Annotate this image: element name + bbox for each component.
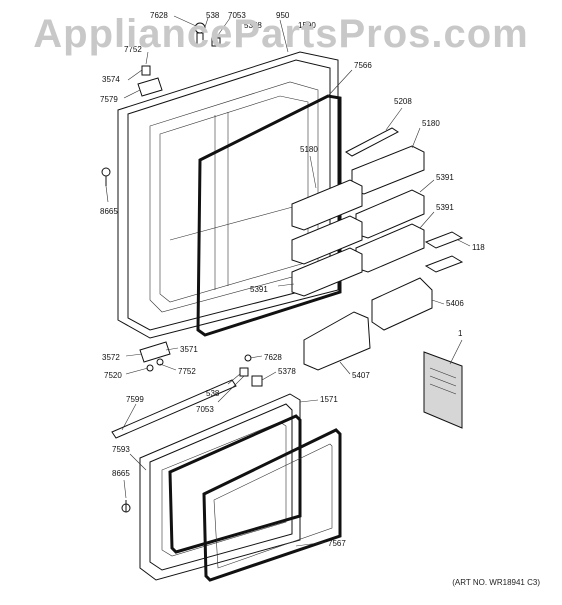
part-label-5180: 5180 [422, 119, 440, 128]
part-label-7566: 7566 [354, 61, 372, 70]
hinge-pin-rod[interactable] [111, 379, 237, 439]
part-label-538: 538 [206, 11, 220, 20]
part-label-7752: 7752 [178, 367, 196, 376]
part-label-7752: 7752 [124, 45, 142, 54]
part-label-7053: 7053 [228, 11, 246, 20]
part-label-1590: 1590 [298, 21, 316, 30]
bin-5407[interactable] [303, 311, 371, 371]
part-label-7567: 7567 [328, 539, 346, 548]
lower-door-gasket[interactable] [168, 414, 342, 582]
egg-tray-118[interactable] [424, 231, 464, 273]
part-labels: 7628 538 7053 950 5378 1590 7752 3574 75… [100, 11, 485, 548]
part-label-8665: 8665 [112, 469, 130, 478]
part-label-5378: 5378 [278, 367, 296, 376]
part-label-5406: 5406 [446, 299, 464, 308]
part-label-8665: 8665 [100, 207, 118, 216]
part-label-1571: 1571 [320, 395, 338, 404]
leader-lines [105, 15, 471, 547]
part-label-5180: 5180 [300, 145, 318, 154]
part-label-7520: 7520 [104, 371, 122, 380]
upper-door[interactable] [117, 51, 339, 339]
part-label-7628: 7628 [150, 11, 168, 20]
part-label-7053: 7053 [196, 405, 214, 414]
use-and-care-manual[interactable] [423, 351, 463, 429]
screw-icon [101, 167, 111, 186]
part-label-7593: 7593 [112, 445, 130, 454]
part-label-5378: 5378 [244, 21, 262, 30]
part-label-3571: 3571 [180, 345, 198, 354]
part-label-5391: 5391 [436, 173, 454, 182]
bin-5391-row1[interactable] [291, 189, 425, 265]
bin-5180-upper[interactable] [291, 145, 425, 231]
part-label-7628: 7628 [264, 353, 282, 362]
bin-5208[interactable] [345, 127, 399, 157]
part-label-538: 538 [206, 389, 220, 398]
art-number: (ART NO. WR18941 C3) [452, 578, 540, 587]
part-label-7599: 7599 [126, 395, 144, 404]
part-label-118: 118 [472, 243, 485, 252]
bin-5391-row2[interactable] [291, 223, 425, 297]
mid-hinge-parts[interactable] [139, 341, 263, 387]
bin-5406[interactable] [371, 277, 433, 331]
top-hinge-parts[interactable] [137, 22, 221, 97]
part-label-3574: 3574 [102, 75, 120, 84]
screw-icon-lower [121, 500, 131, 513]
part-label-7579: 7579 [100, 95, 118, 104]
part-label-5208: 5208 [394, 97, 412, 106]
part-label-5391: 5391 [250, 285, 268, 294]
part-label-950: 950 [276, 11, 290, 20]
part-label-5407: 5407 [352, 371, 370, 380]
part-label-1: 1 [458, 329, 463, 338]
part-label-5391: 5391 [436, 203, 454, 212]
part-label-3572: 3572 [102, 353, 120, 362]
